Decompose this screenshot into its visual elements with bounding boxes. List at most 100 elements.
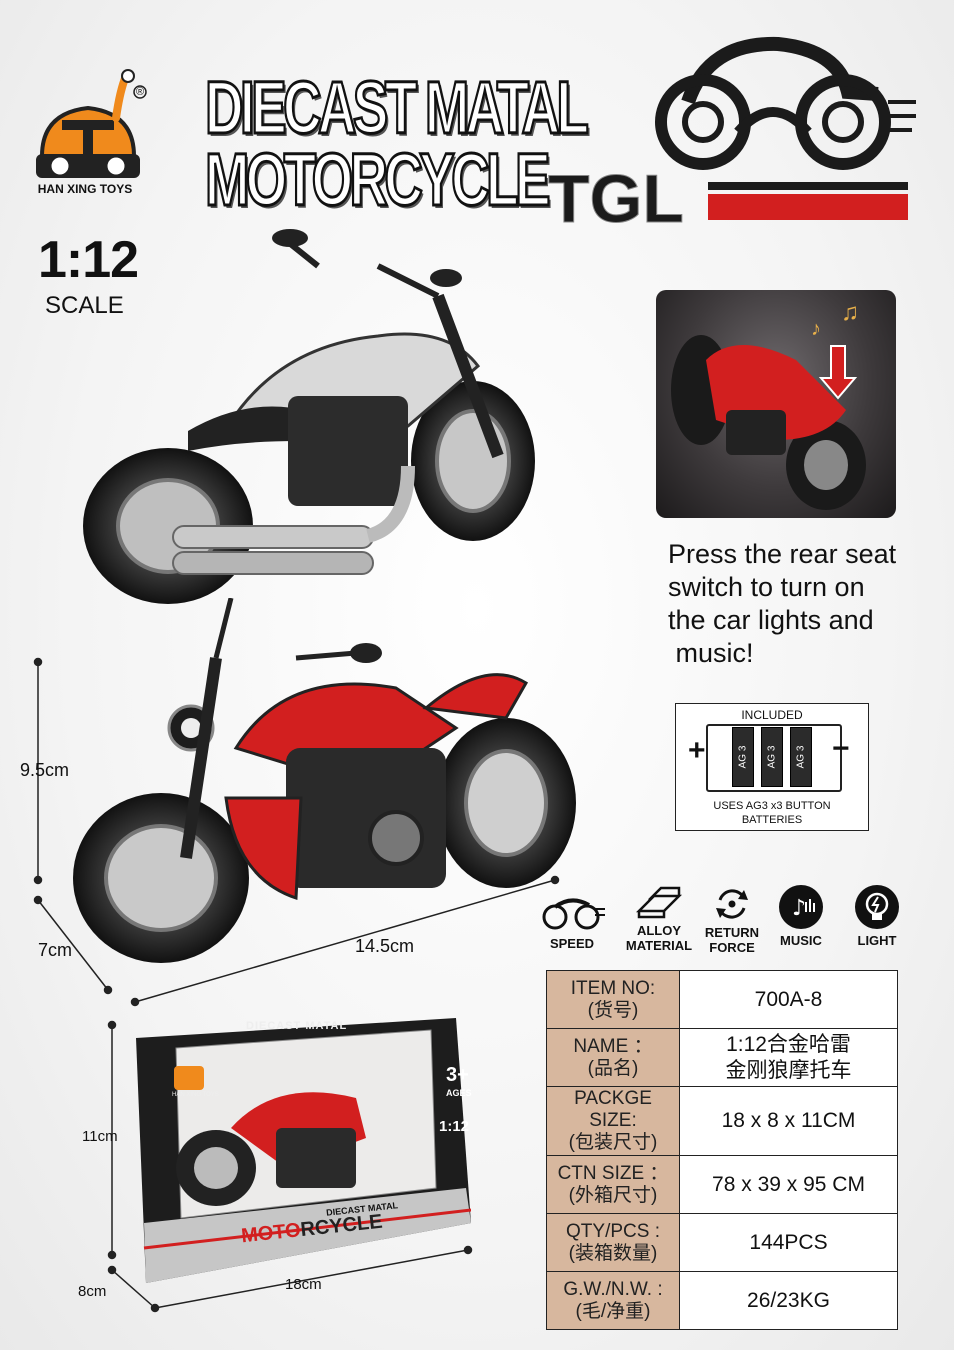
- spec-value-line: 26/23KG: [747, 1288, 830, 1312]
- battery-included-label: INCLUDED: [741, 708, 803, 722]
- scale-value: 1:12: [38, 231, 139, 289]
- spec-key-en: QTY/PCS :: [566, 1220, 660, 1242]
- package-length-dimension: 18cm: [285, 1276, 322, 1293]
- spec-value: 1:12合金哈雷金刚狼摩托车: [679, 1028, 898, 1087]
- silver-motorcycle-image: [83, 229, 535, 604]
- depth-dimension: 7cm: [38, 940, 73, 960]
- spec-key: G.W./N.W. :(毛/净重): [546, 1271, 680, 1330]
- table-row: ITEM NO:(货号) 700A-8: [546, 970, 898, 1029]
- han-xing-toys-logo: [36, 69, 147, 178]
- package-brand-logo: [174, 1066, 204, 1090]
- spec-key: PACKGE SIZE:(包装尺寸): [546, 1086, 680, 1156]
- spec-key: QTY/PCS :(装箱数量): [546, 1213, 680, 1272]
- feature-alloy: ALLOY MATERIAL: [620, 886, 698, 953]
- battery-plus-icon: +: [688, 734, 706, 767]
- spec-key-en: NAME ：: [573, 1035, 653, 1057]
- return-force-icon: [716, 889, 748, 919]
- spec-value: 26/23KG: [679, 1271, 898, 1330]
- alloy-bars-icon: [635, 886, 683, 919]
- table-row: NAME ：(品名) 1:12合金哈雷金刚狼摩托车: [546, 1028, 898, 1087]
- seat-switch-photo: ♪ ♫: [656, 290, 896, 518]
- description-line-2: switch to turn on: [668, 572, 865, 602]
- table-row: CTN SIZE ：(外箱尺寸) 78 x 39 x 95 CM: [546, 1155, 898, 1214]
- feature-speed: SPEED: [532, 893, 612, 951]
- table-row: PACKGE SIZE:(包装尺寸) 18 x 8 x 11CM: [546, 1086, 898, 1156]
- spec-value: 78 x 39 x 95 CM: [679, 1155, 898, 1214]
- battery-cell: AG 3: [790, 727, 812, 787]
- svg-text:♪: ♪: [792, 896, 806, 921]
- music-note-icon: ♫: [841, 299, 859, 326]
- battery-compartment: [706, 724, 842, 792]
- package-box-image: [136, 1018, 472, 1283]
- battery-usage-line-2: BATTERIES: [741, 814, 803, 826]
- headline-line-2: MOTORCYCLE: [204, 138, 552, 221]
- package-top-title: DIECAST MATAL: [246, 1020, 348, 1032]
- product-headline: DIECAST MATAL MOTORCYCLE: [204, 66, 590, 221]
- spec-key-en: G.W./N.W. :: [563, 1278, 663, 1300]
- tgl-text: TGL: [548, 161, 684, 237]
- feature-return-label-2: FORCE: [709, 940, 755, 955]
- battery-usage-note: USES AG3 x3 BUTTON BATTERIES: [676, 799, 868, 827]
- battery-minus-icon: −: [832, 732, 850, 765]
- battery-cell: AG 3: [761, 727, 783, 787]
- registered-mark: ®: [136, 86, 145, 98]
- description-line-3: the car lights and: [668, 605, 874, 635]
- spec-value-line: 700A-8: [754, 987, 823, 1011]
- feature-light-label: LIGHT: [857, 933, 897, 948]
- seat-switch-description: Press the rear seat switch to turn on th…: [668, 538, 938, 670]
- package-height-dimension: 11cm: [82, 1128, 118, 1145]
- battery-info-box: INCLUDED + − AG 3 AG 3 AG 3 USES AG3 x3 …: [675, 703, 869, 831]
- length-dimension: 14.5cm: [355, 936, 415, 956]
- package-brand: HAN XING TOYS: [172, 1092, 219, 1098]
- description-line-1: Press the rear seat: [668, 539, 897, 569]
- feature-return-label-1: RETURN: [704, 925, 760, 940]
- package-box: DIECAST MATAL HAN XING TOYS 3+ AGES 1:12…: [136, 1018, 472, 1288]
- feature-alloy-label-1: ALLOY: [636, 923, 682, 938]
- table-row: QTY/PCS :(装箱数量) 144PCS: [546, 1213, 898, 1272]
- battery-cell: AG 3: [732, 727, 754, 787]
- spec-value-line: 金刚狼摩托车: [725, 1058, 852, 1082]
- description-line-4: music!: [668, 638, 754, 668]
- feature-return-force: RETURN FORCE: [700, 886, 764, 955]
- spec-key-cn: (装箱数量): [568, 1242, 658, 1264]
- down-arrow-icon: [818, 345, 858, 400]
- light-bulb-icon: [855, 885, 899, 929]
- specification-table: ITEM NO:(货号) 700A-8 NAME ：(品名) 1:12合金哈雷金…: [546, 970, 898, 1330]
- spec-value: 700A-8: [679, 970, 898, 1029]
- brand-name: HAN XING TOYS: [37, 182, 133, 196]
- music-icon: ♪: [779, 885, 823, 929]
- height-dimension: 9.5cm: [20, 760, 70, 780]
- spec-value: 18 x 8 x 11CM: [679, 1086, 898, 1156]
- red-motorcycle-photo: ♪ ♫: [671, 299, 866, 510]
- package-depth-dimension: 8cm: [78, 1283, 107, 1300]
- spec-value: 144PCS: [679, 1213, 898, 1272]
- spec-value-line: 1:12合金哈雷: [726, 1032, 851, 1056]
- feature-speed-label: SPEED: [549, 936, 595, 951]
- feature-light: LIGHT: [846, 884, 908, 948]
- music-note-icon: ♪: [811, 318, 821, 340]
- spec-value-line: 144PCS: [749, 1230, 828, 1254]
- speed-motorcycle-icon: [542, 898, 605, 930]
- spec-key: NAME ：(品名): [546, 1028, 680, 1087]
- spec-value-line: 78 x 39 x 95 CM: [712, 1172, 865, 1196]
- red-motorcycle-image: [73, 598, 576, 963]
- spec-key-cn: (外箱尺寸): [568, 1184, 658, 1206]
- table-row: G.W./N.W. :(毛/净重) 26/23KG: [546, 1271, 898, 1330]
- feature-music: ♪ MUSIC: [770, 884, 832, 948]
- spec-key-cn: (毛/净重): [575, 1300, 651, 1322]
- spec-key-cn: (品名): [587, 1057, 639, 1079]
- package-scale: 1:12: [439, 1118, 470, 1135]
- feature-alloy-label-2: MATERIAL: [625, 938, 693, 953]
- spec-value-line: 18 x 8 x 11CM: [721, 1109, 856, 1132]
- spec-key-en: CTN SIZE ：: [557, 1162, 669, 1184]
- battery-cell-label: AG 3: [795, 745, 807, 769]
- spec-key-en: PACKGE SIZE:: [574, 1088, 652, 1131]
- feature-music-label: MUSIC: [780, 933, 822, 948]
- spec-key-cn: (包装尺寸): [568, 1132, 658, 1153]
- spec-key-en: ITEM NO:: [570, 977, 656, 999]
- scale-label: SCALE: [45, 292, 124, 319]
- package-age-label: AGES: [446, 1088, 472, 1098]
- headline-line-1: DIECAST MATAL: [204, 66, 590, 149]
- spec-key: ITEM NO:(货号): [546, 970, 680, 1029]
- spec-key-cn: (货号): [587, 999, 639, 1021]
